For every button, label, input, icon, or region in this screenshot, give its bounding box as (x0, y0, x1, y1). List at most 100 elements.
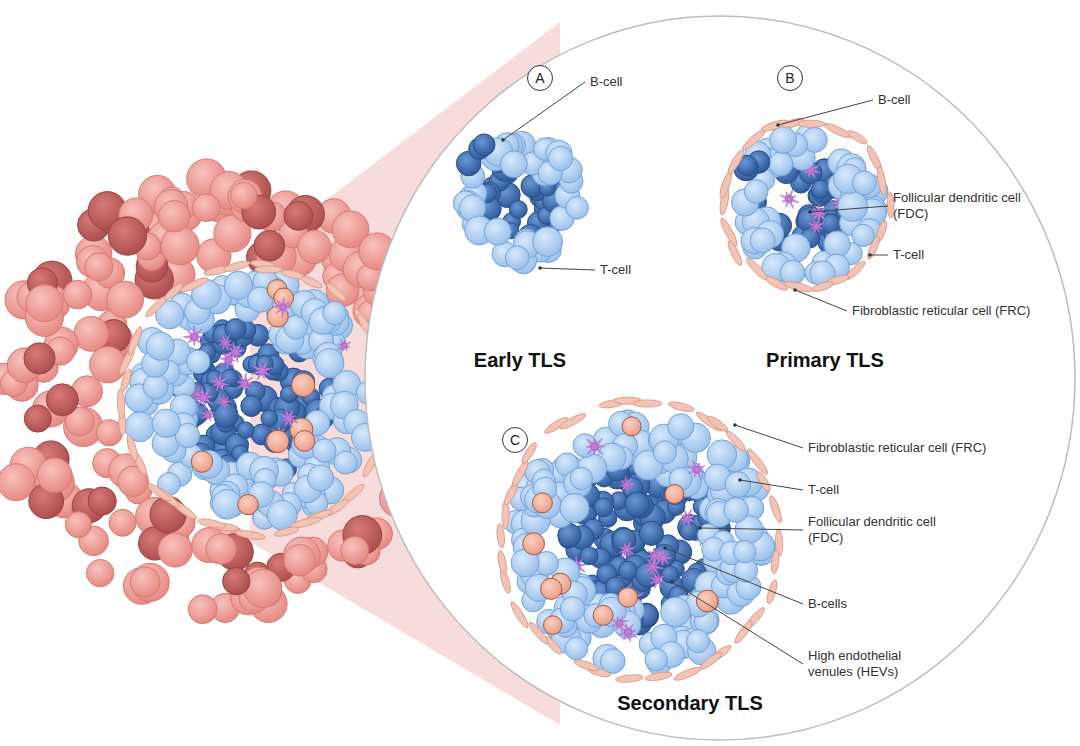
fdc-nucleus (223, 340, 229, 346)
frc-cell (846, 128, 869, 146)
stage-heading: Primary TLS (766, 348, 884, 372)
tumor-cell (244, 569, 282, 607)
t-cell (152, 409, 180, 437)
t-cell (313, 439, 337, 463)
fdc-cell (781, 189, 799, 208)
t-cell (661, 597, 691, 627)
cell-label: Fibroblastic reticular cell (FRC) (852, 303, 1030, 319)
primary-tls-cluster (718, 117, 895, 294)
t-cell (505, 246, 529, 270)
fdc-nucleus (684, 515, 690, 521)
t-cell (560, 597, 584, 621)
hev-cell (294, 431, 315, 452)
frc-cell (146, 481, 173, 503)
stage-letter: B (785, 70, 794, 86)
fdc-cell (337, 339, 351, 351)
b-cell (811, 180, 829, 198)
tumor-cell (108, 217, 146, 255)
t-cell (533, 490, 561, 518)
stage-letter-circle: C (502, 427, 528, 453)
leader-dot (808, 210, 812, 214)
leader-line (778, 100, 873, 125)
hev-cell (532, 493, 552, 513)
t-cell (838, 192, 868, 222)
t-cell (744, 180, 768, 204)
fdc-cell (809, 205, 827, 222)
frc-cell (633, 400, 662, 407)
b-cell (594, 498, 613, 517)
t-cell (668, 414, 694, 440)
fdc-nucleus (258, 367, 265, 374)
leader-line (665, 548, 803, 604)
tumor-cell (231, 182, 257, 208)
t-cell (724, 498, 749, 523)
fdc-cell (219, 335, 234, 351)
tumor-cell (158, 201, 190, 233)
leader-line (795, 290, 847, 311)
cell-label: B-cell (878, 92, 911, 108)
fdc-nucleus (655, 577, 661, 583)
leader-line (810, 206, 888, 212)
fdc-nucleus (651, 553, 657, 559)
early-tls-cluster (453, 131, 588, 274)
fdc-nucleus (616, 620, 622, 626)
fdc-nucleus (341, 343, 347, 349)
frc-cell (673, 665, 703, 683)
leader-line (672, 582, 803, 664)
stage-letter: C (510, 432, 520, 448)
frc-cell (865, 235, 881, 261)
t-cell (687, 630, 710, 653)
tumor-cell (284, 544, 316, 576)
t-cell (501, 151, 528, 178)
stage-letter-circle: A (527, 65, 553, 91)
frc-cell (223, 259, 252, 273)
fdc-cell (612, 616, 628, 632)
frc-cell (117, 388, 126, 419)
frc-cell (876, 166, 888, 195)
frc-cell (197, 517, 226, 530)
frc-cell (724, 429, 747, 453)
fdc-cell (620, 476, 635, 494)
hev-cell (665, 485, 684, 504)
stage-heading: Early TLS (474, 348, 566, 372)
t-cell (315, 349, 344, 378)
tumor-cell (37, 458, 72, 493)
leader-dot (793, 288, 797, 292)
b-cell (625, 492, 650, 517)
frc-cell (744, 256, 769, 282)
t-cell (533, 227, 563, 257)
fdc-cell (647, 548, 664, 564)
b-cell (241, 396, 262, 417)
leader-line (700, 528, 803, 530)
t-cell (334, 451, 357, 474)
fdc-nucleus (232, 349, 239, 356)
t-cell (548, 146, 572, 170)
frc-cell (718, 170, 734, 199)
t-cell (143, 374, 168, 399)
frc-cell (811, 280, 835, 294)
hev-cell (267, 430, 289, 452)
b-cell (214, 403, 238, 427)
t-cell (566, 197, 589, 220)
frc-cell (705, 414, 729, 434)
fdc-cell (237, 373, 253, 391)
fdc-nucleus (624, 482, 630, 488)
cell-label: Fibroblastic reticular cell (FRC) (808, 440, 986, 456)
frc-cell (615, 674, 643, 684)
t-cell (725, 472, 751, 498)
tumor-cell (65, 512, 91, 538)
t-cell (853, 171, 877, 195)
fdc-cell (183, 326, 203, 346)
tumor-cell (88, 487, 116, 515)
tumor-cell (284, 201, 313, 230)
tumor-cell (206, 534, 237, 565)
leader-line (870, 255, 888, 256)
hev-cell (544, 616, 563, 635)
stage-letter-circle: B (777, 65, 803, 91)
tumor-cell (161, 227, 199, 265)
frc-cell (726, 148, 746, 175)
tumor-cell (107, 281, 144, 318)
fdc-cell (650, 573, 665, 589)
frc-cell (497, 550, 509, 575)
